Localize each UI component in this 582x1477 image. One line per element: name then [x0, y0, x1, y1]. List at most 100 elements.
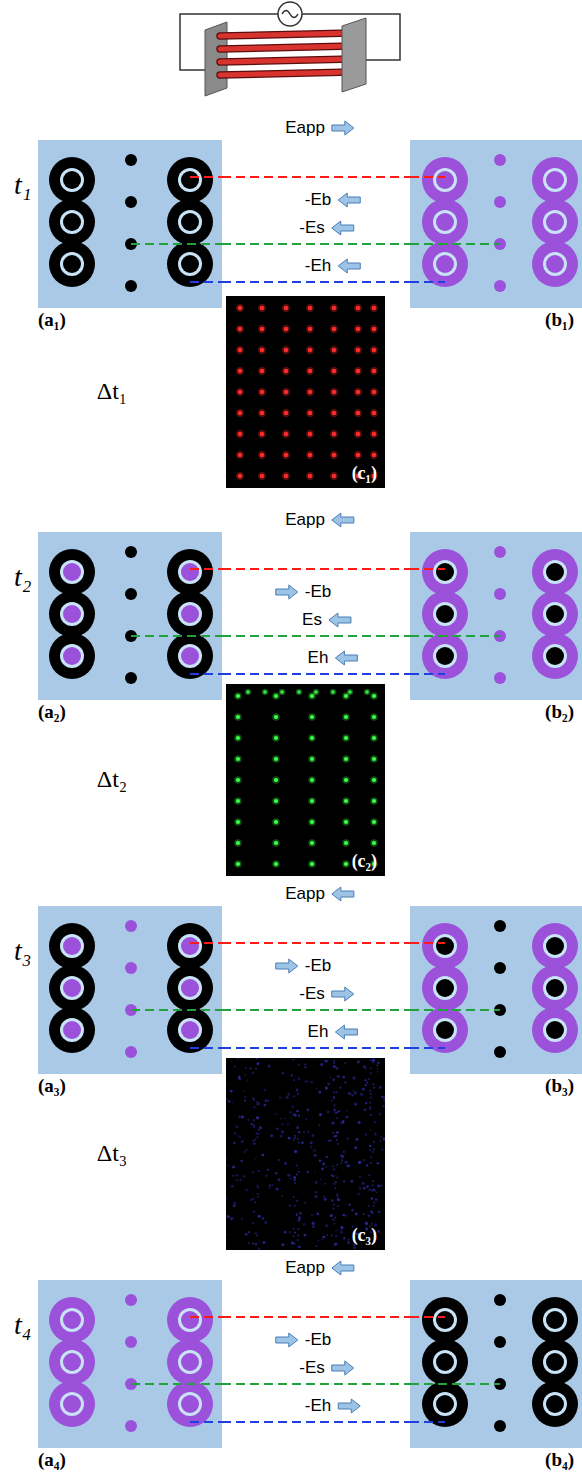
dashed-guide	[410, 1383, 500, 1385]
dashed-guide	[131, 635, 222, 637]
fiber-ring	[532, 1381, 578, 1427]
fluorescent-dot	[253, 1099, 255, 1101]
field-label: -Eb	[303, 1330, 333, 1350]
fiber-gap	[433, 602, 457, 626]
fluorescent-dot	[284, 1117, 286, 1119]
fiber-cross-section-panel: (b₂)	[410, 532, 582, 700]
fluorescent-dot	[372, 1180, 374, 1182]
fluorescent-dot	[344, 778, 348, 782]
fluorescent-dot	[347, 1165, 350, 1168]
fluorescent-glow	[308, 818, 316, 826]
fluorescent-dot	[326, 1060, 328, 1062]
dashed-connector	[222, 635, 410, 637]
fluorescent-dot	[312, 1222, 315, 1225]
fiber-gap	[60, 252, 84, 276]
fluorescent-dot	[366, 1185, 369, 1188]
fiber-core	[436, 213, 454, 231]
fiber-ring	[167, 199, 213, 245]
fluorescent-dot	[331, 1122, 334, 1125]
fluorescent-dot	[310, 694, 314, 698]
fluorescent-glow	[306, 367, 314, 375]
fluorescent-glow	[258, 451, 266, 459]
fluorescent-dot	[336, 1117, 338, 1119]
fiber-ring	[49, 1007, 95, 1053]
fluorescent-dot	[260, 390, 265, 395]
fluorescent-dot	[314, 1171, 316, 1173]
fluorescent-dot	[304, 1234, 307, 1237]
fiber-ring	[167, 549, 213, 595]
fluorescent-dot	[259, 1126, 262, 1129]
fluorescent-dot	[377, 1068, 379, 1070]
fluorescent-dot	[376, 1064, 378, 1066]
fluorescent-dot	[378, 1210, 381, 1213]
fluorescent-glow	[282, 451, 290, 459]
fluorescent-dot	[259, 1241, 261, 1243]
fluorescent-dot	[239, 1179, 241, 1181]
fluorescent-dot	[333, 1091, 335, 1093]
fluorescent-glow	[282, 367, 290, 375]
micrograph-image: (c₁)	[226, 296, 385, 488]
fluorescent-dot	[257, 1136, 259, 1138]
fiber-core	[546, 1353, 564, 1371]
fluorescent-dot	[292, 1235, 294, 1237]
fluorescent-dot	[333, 1204, 335, 1206]
fluorescent-dot	[295, 1114, 297, 1116]
fluorescent-glow	[258, 346, 266, 354]
fluorescent-dot	[379, 1086, 381, 1088]
fluorescent-glow	[330, 451, 338, 459]
fluorescent-dot	[284, 411, 289, 416]
fluorescent-dot	[315, 1181, 318, 1184]
fiber-ring	[532, 1297, 578, 1343]
fluorescent-dot	[372, 715, 376, 719]
fluorescent-dot	[307, 1130, 309, 1132]
fiber	[220, 46, 352, 49]
fluorescent-dot	[274, 841, 278, 845]
fluorescent-dot	[320, 1178, 322, 1180]
fluorescent-dot	[256, 1058, 258, 1059]
fluorescent-dot	[257, 1062, 259, 1064]
fluorescent-dot	[252, 1222, 254, 1224]
fluorescent-dot	[263, 690, 267, 694]
fluorescent-dot	[368, 1215, 370, 1217]
fiber	[220, 59, 352, 62]
fluorescent-dot	[284, 348, 289, 353]
fluorescent-dot	[236, 736, 240, 740]
dashed-connector	[222, 1047, 410, 1049]
dashed-guide	[190, 281, 222, 283]
particle-dot	[125, 1420, 137, 1432]
fluorescent-glow	[308, 713, 316, 721]
fiber-gap	[60, 560, 84, 584]
fluorescent-dot	[327, 1083, 329, 1085]
fluorescent-dot	[238, 474, 243, 479]
fluorescent-dot	[342, 1151, 345, 1154]
fluorescent-dot	[383, 1099, 385, 1102]
fluorescent-dot	[236, 841, 240, 845]
fluorescent-dot	[325, 1224, 328, 1227]
fluorescent-dot	[260, 327, 265, 332]
fluorescent-dot	[366, 1082, 368, 1084]
fluorescent-dot	[340, 1154, 343, 1157]
fluorescent-dot	[313, 1149, 316, 1152]
fluorescent-dot	[312, 1134, 315, 1137]
fluorescent-dot	[370, 1059, 372, 1061]
fiber-ring	[167, 1339, 213, 1385]
fluorescent-dot	[293, 1228, 295, 1230]
fluorescent-dot	[297, 1234, 299, 1236]
fluorescent-glow	[272, 755, 280, 763]
dashed-connector	[222, 673, 410, 675]
fiber-core	[181, 171, 199, 189]
fiber-ring	[422, 965, 468, 1011]
fluorescent-dot	[332, 453, 337, 458]
fiber-gap	[433, 252, 457, 276]
fiber-gap	[60, 976, 84, 1000]
fiber-ring	[167, 633, 213, 679]
fluorescent-glow	[234, 755, 242, 763]
fluorescent-dot	[372, 757, 376, 761]
fiber-core	[436, 255, 454, 273]
fiber-gap	[433, 1392, 457, 1416]
fluorescent-dot	[324, 1183, 326, 1185]
fluorescent-dot	[372, 348, 377, 353]
fluorescent-dot	[325, 1087, 328, 1090]
fluorescent-dot	[303, 1131, 305, 1133]
fluorescent-dot	[344, 736, 348, 740]
